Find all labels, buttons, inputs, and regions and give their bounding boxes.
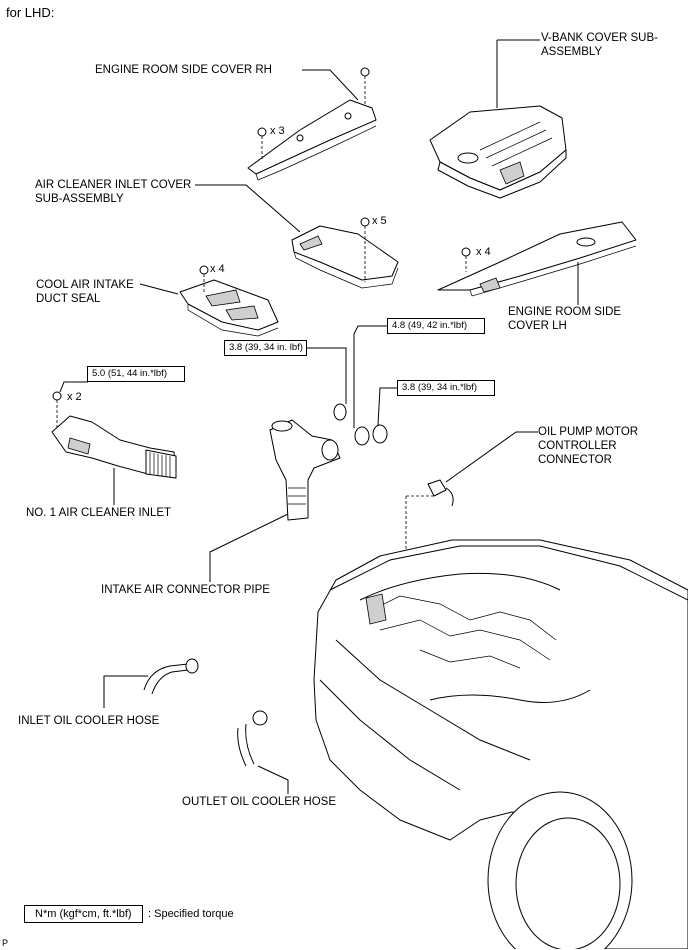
label-air-cleaner-inlet-cover-1: AIR CLEANER INLET COVER	[35, 179, 192, 191]
label-oil-pump-3: CONNECTOR	[538, 454, 612, 466]
label-no1-air-cleaner-inlet: NO. 1 AIR CLEANER INLET	[26, 507, 172, 519]
qty-rh-cover-bolts: x 3	[270, 125, 285, 137]
page-title: for LHD:	[6, 5, 55, 20]
bolt-rh-left	[257, 127, 267, 160]
clamp-left	[333, 403, 347, 421]
bolt-lh	[461, 247, 471, 272]
clamp-right	[372, 424, 388, 444]
bolt-duct-seal	[199, 265, 209, 292]
label-v-bank-cover-2: ASSEMBLY	[541, 46, 603, 58]
bolt-inlet-cover	[360, 217, 370, 282]
legend-torque-box: N*m (kgf*cm, ft.*lbf)	[24, 905, 143, 923]
label-outlet-oil-cooler-hose: OUTLET OIL COOLER HOSE	[182, 796, 337, 808]
label-cool-air-intake-2: DUCT SEAL	[36, 293, 101, 305]
torque-clamp-middle: 4.8 (49, 42 in.*lbf)	[387, 318, 485, 334]
intake-air-connector-pipe	[269, 419, 341, 521]
vehicle-front	[313, 539, 688, 949]
legend-description: : Specified torque	[148, 908, 234, 920]
bolt-rh-top	[360, 67, 370, 104]
qty-lh-cover-bolts: x 4	[476, 246, 491, 258]
label-v-bank-cover-1: V-BANK COVER SUB-	[541, 32, 658, 44]
torque-clamp-left: 3.8 (39, 34 in. lbf)	[224, 340, 307, 356]
engine-room-side-cover-rh	[247, 99, 377, 181]
no1-air-cleaner-inlet	[51, 415, 177, 479]
cool-air-intake-duct-seal	[179, 279, 279, 337]
label-engine-room-side-cover-lh-1: ENGINE ROOM SIDE	[508, 306, 622, 318]
qty-air-cleaner-bolts: x 2	[67, 391, 82, 403]
engine-room-side-cover-lh	[437, 221, 637, 297]
clamp-middle	[354, 426, 370, 446]
bolt-air-cleaner	[52, 391, 62, 428]
qty-duct-seal-bolts: x 4	[210, 263, 225, 275]
label-engine-room-side-cover-rh: ENGINE ROOM SIDE COVER RH	[95, 64, 272, 76]
torque-air-cleaner-bolt: 5.0 (51, 44 in.*lbf)	[87, 366, 185, 382]
air-cleaner-inlet-cover	[291, 225, 399, 289]
outlet-oil-cooler-hose	[237, 710, 268, 767]
label-engine-room-side-cover-lh-2: COVER LH	[508, 320, 567, 332]
inlet-oil-cooler-hose	[143, 658, 199, 695]
torque-clamp-right: 3.8 (39, 34 in.*lbf)	[397, 380, 495, 396]
label-oil-pump-2: CONTROLLER	[538, 440, 617, 452]
label-oil-pump-1: OIL PUMP MOTOR	[538, 426, 639, 438]
v-bank-cover	[429, 105, 567, 199]
footer-mark: P	[2, 938, 9, 948]
qty-inlet-cover-bolts: x 5	[372, 215, 387, 227]
label-inlet-oil-cooler-hose: INLET OIL COOLER HOSE	[18, 715, 160, 727]
label-intake-air-connector-pipe: INTAKE AIR CONNECTOR PIPE	[101, 584, 270, 596]
label-air-cleaner-inlet-cover-2: SUB-ASSEMBLY	[35, 193, 124, 205]
label-cool-air-intake-1: COOL AIR INTAKE	[36, 279, 134, 291]
